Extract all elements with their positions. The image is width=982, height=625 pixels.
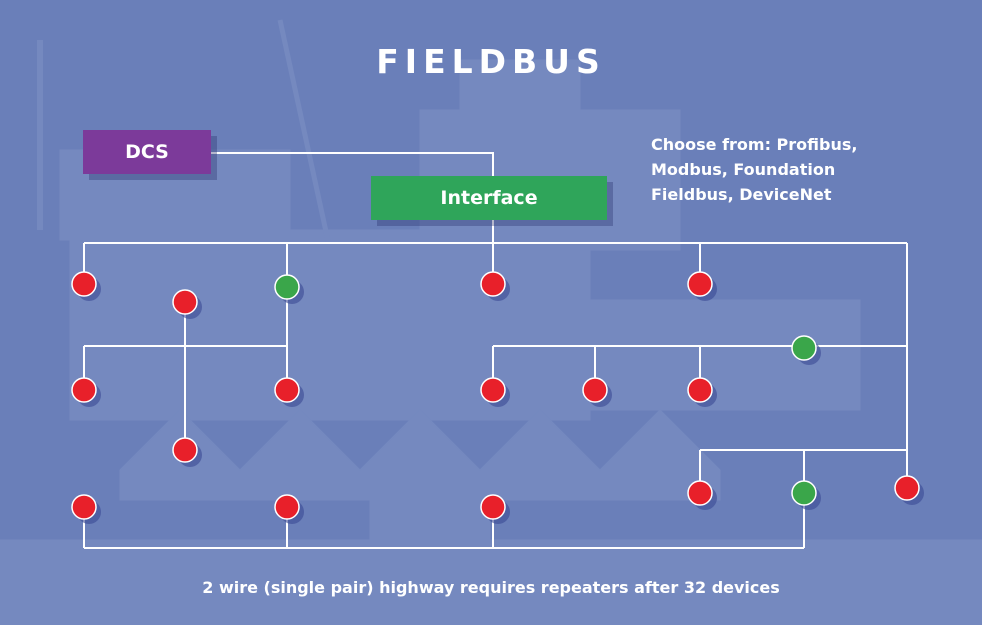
diagram-title: FIELDBUS [376,42,606,81]
dcs-box: DCS [83,130,211,174]
repeater-node [791,480,817,506]
field-device-node [687,377,713,403]
protocol-options-line: Modbus, Foundation [651,160,836,179]
field-device-node [274,494,300,520]
dcs-interface-link [211,152,494,176]
field-device-node [71,494,97,520]
field-device-node [480,377,506,403]
protocol-options-note: Choose from: Profibus, Modbus, Foundatio… [651,132,921,207]
field-device-node [894,475,920,501]
dcs-label: DCS [125,141,169,163]
field-device-node [71,271,97,297]
field-device-node [172,289,198,315]
interface-label: Interface [440,187,538,209]
field-device-node [71,377,97,403]
field-device-node [687,271,713,297]
protocol-options-line: Choose from: Profibus, [651,135,858,154]
repeater-node [274,274,300,300]
field-devices [71,271,924,524]
field-device-node [480,494,506,520]
field-device-node [274,377,300,403]
footer-note: 2 wire (single pair) highway requires re… [202,578,780,597]
interface-box: Interface [371,176,607,220]
field-device-node [172,437,198,463]
field-device-node [582,377,608,403]
protocol-options-line: Fieldbus, DeviceNet [651,185,832,204]
field-device-node [687,480,713,506]
repeater-node [791,335,817,361]
field-device-node [480,271,506,297]
